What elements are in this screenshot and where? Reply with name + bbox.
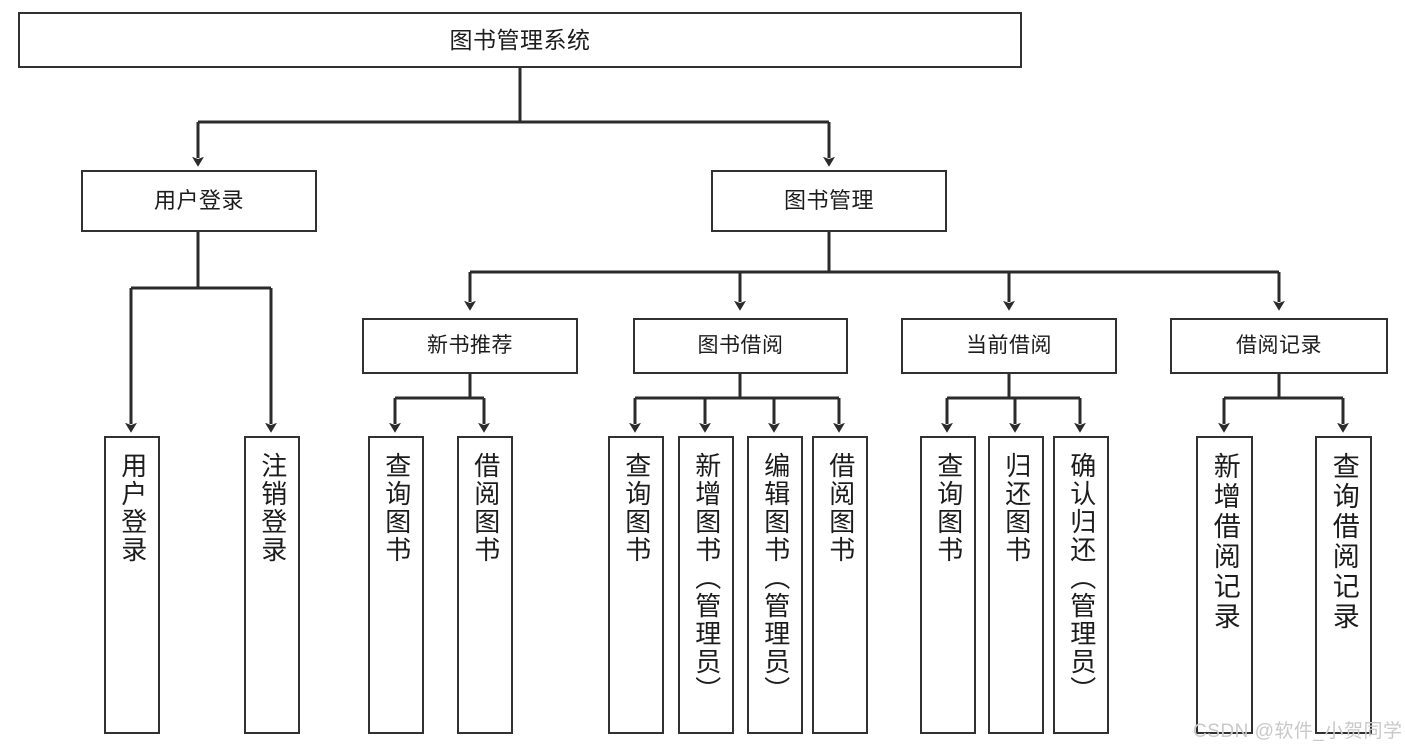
node-label: 图书借阅 [697,333,784,357]
leaf-borrow-book[interactable]: 借阅图书 [812,436,868,734]
node-label: 借阅记录 [1236,333,1322,357]
node-label: 查询图书 [933,452,964,564]
leaf-add-book-admin[interactable]: 新增图书（管理员） [678,436,734,734]
node-borrow-record[interactable]: 借阅记录 [1170,318,1388,374]
node-label: 新书推荐 [427,333,513,357]
node-label: 编辑图书（管理员） [760,452,791,704]
node-current-borrow[interactable]: 当前借阅 [901,318,1117,374]
node-label: 查询借阅记录 [1328,452,1359,632]
leaf-logout-login[interactable]: 注销登录 [244,436,300,734]
leaf-return-book[interactable]: 归还图书 [988,436,1044,734]
node-label: 注销登录 [257,452,288,564]
node-label: 图书管理系统 [449,26,591,53]
node-label: 用户登录 [153,188,244,214]
node-label: 确认归还（管理员） [1066,452,1097,704]
leaf-borrow-book-recommend[interactable]: 借阅图书 [457,436,513,734]
node-book-management[interactable]: 图书管理 [711,170,947,232]
leaf-query-borrow-record[interactable]: 查询借阅记录 [1315,436,1372,734]
node-label: 借阅图书 [825,452,856,564]
node-root-book-management-system[interactable]: 图书管理系统 [18,12,1022,68]
node-book-borrow[interactable]: 图书借阅 [633,318,848,374]
node-label: 借阅图书 [470,452,501,564]
node-label: 归还图书 [1001,452,1032,564]
leaf-confirm-return-admin[interactable]: 确认归还（管理员） [1053,436,1109,734]
leaf-query-book-borrow[interactable]: 查询图书 [608,436,664,734]
leaf-user-login[interactable]: 用户登录 [104,436,160,734]
leaf-query-book-recommend[interactable]: 查询图书 [368,436,424,734]
node-new-book-recommend[interactable]: 新书推荐 [362,318,578,374]
leaf-add-borrow-record[interactable]: 新增借阅记录 [1196,436,1253,734]
leaf-edit-book-admin[interactable]: 编辑图书（管理员） [747,436,803,734]
leaf-query-book-current[interactable]: 查询图书 [920,436,976,734]
csdn-watermark: CSDN @软件_小贺同学 [1193,721,1403,742]
node-label: 新增图书（管理员） [691,452,722,704]
node-label: 查询图书 [621,452,652,564]
node-label: 图书管理 [783,188,874,214]
node-label: 查询图书 [381,452,412,564]
node-label: 新增借阅记录 [1209,452,1240,632]
node-label: 用户登录 [117,452,148,564]
node-user-login[interactable]: 用户登录 [81,170,317,232]
node-label: 当前借阅 [966,333,1052,357]
